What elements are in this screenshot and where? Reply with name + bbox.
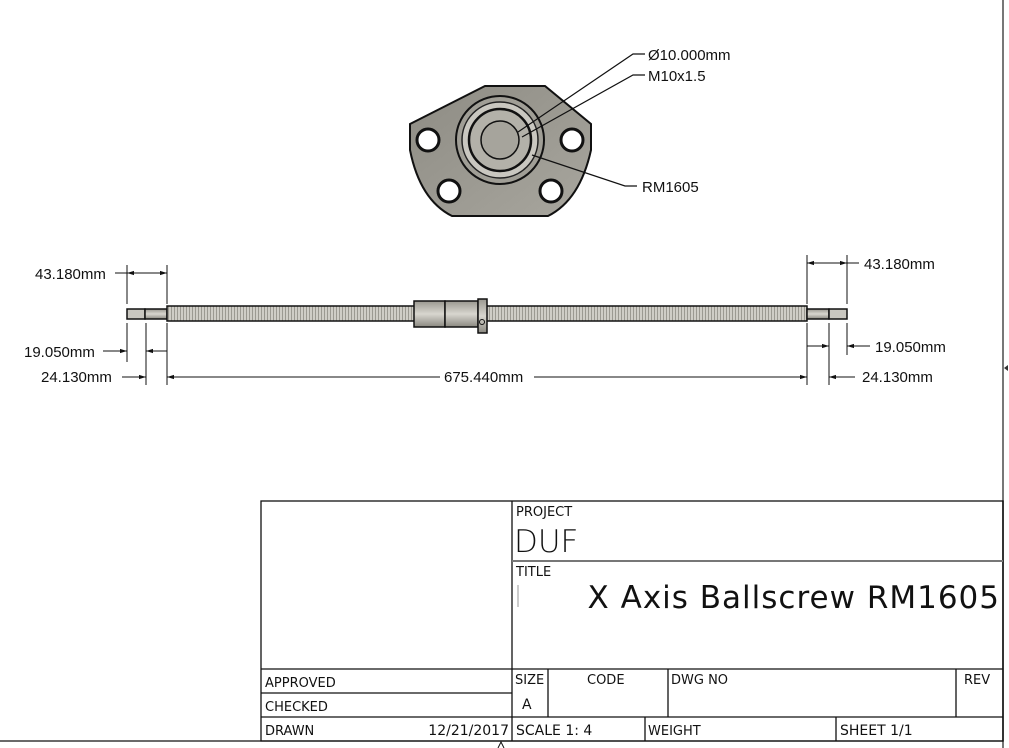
- drawn-date: 12/21/2017: [428, 723, 509, 739]
- mount-hole: [559, 127, 585, 153]
- rev-label: REV: [964, 673, 990, 688]
- anchor-marker-icon: [497, 740, 505, 748]
- approved-label: APPROVED: [265, 676, 336, 691]
- checked-label: CHECKED: [265, 700, 328, 715]
- right-end-journal: [828, 308, 848, 320]
- scale-label: SCALE 1: 4: [516, 723, 592, 739]
- ball-nut-body: [413, 300, 446, 328]
- size-value: A: [522, 697, 532, 713]
- border-marker-icon: [1004, 365, 1008, 371]
- left-end-journal: [126, 308, 146, 320]
- callout-leaders: [517, 53, 645, 187]
- mount-hole: [415, 127, 441, 153]
- size-label: SIZE: [515, 673, 544, 688]
- project-label: PROJECT: [516, 505, 572, 520]
- callout-part: RM1605: [642, 179, 699, 196]
- callout-diameter: Ø10.000mm: [648, 47, 731, 64]
- flange-nut-top-view: [409, 85, 592, 217]
- dwg-no-label: DWG NO: [671, 673, 728, 688]
- drawn-label: DRAWN: [265, 724, 314, 739]
- dim-right-overall-journal: 43.180mm: [864, 256, 935, 273]
- dim-right-end-journal: 19.050mm: [875, 339, 946, 356]
- dim-right-bearing-journal: 24.130mm: [862, 369, 933, 386]
- code-label: CODE: [587, 673, 625, 688]
- dim-overall-thread-length: 675.440mm: [444, 369, 523, 386]
- dimension-lines: [103, 255, 870, 385]
- grease-port: [479, 319, 485, 325]
- dim-left-bearing-journal: 24.130mm: [41, 369, 112, 386]
- ball-nut-flange: [477, 298, 488, 334]
- ballscrew-side-view: [126, 298, 848, 334]
- sheet-label: SHEET 1/1: [840, 723, 913, 739]
- screw-bore: [480, 120, 520, 160]
- weight-label: WEIGHT: [648, 724, 701, 739]
- project-value: DUF: [514, 524, 578, 560]
- drawing-title: X Axis Ballscrew RM1605: [588, 580, 1000, 616]
- callout-thread: M10x1.5: [648, 68, 706, 85]
- title-block: PROJECT DUF TITLE X Axis Ballscrew RM160…: [0, 500, 1004, 748]
- left-bearing-journal: [144, 308, 168, 320]
- ball-nut-body: [444, 300, 479, 328]
- mount-hole: [436, 178, 462, 204]
- title-label: TITLE: [515, 565, 551, 580]
- mount-hole: [538, 178, 564, 204]
- dim-left-overall-journal: 43.180mm: [35, 266, 106, 283]
- right-bearing-journal: [806, 308, 830, 320]
- dim-left-end-journal: 19.050mm: [24, 344, 95, 361]
